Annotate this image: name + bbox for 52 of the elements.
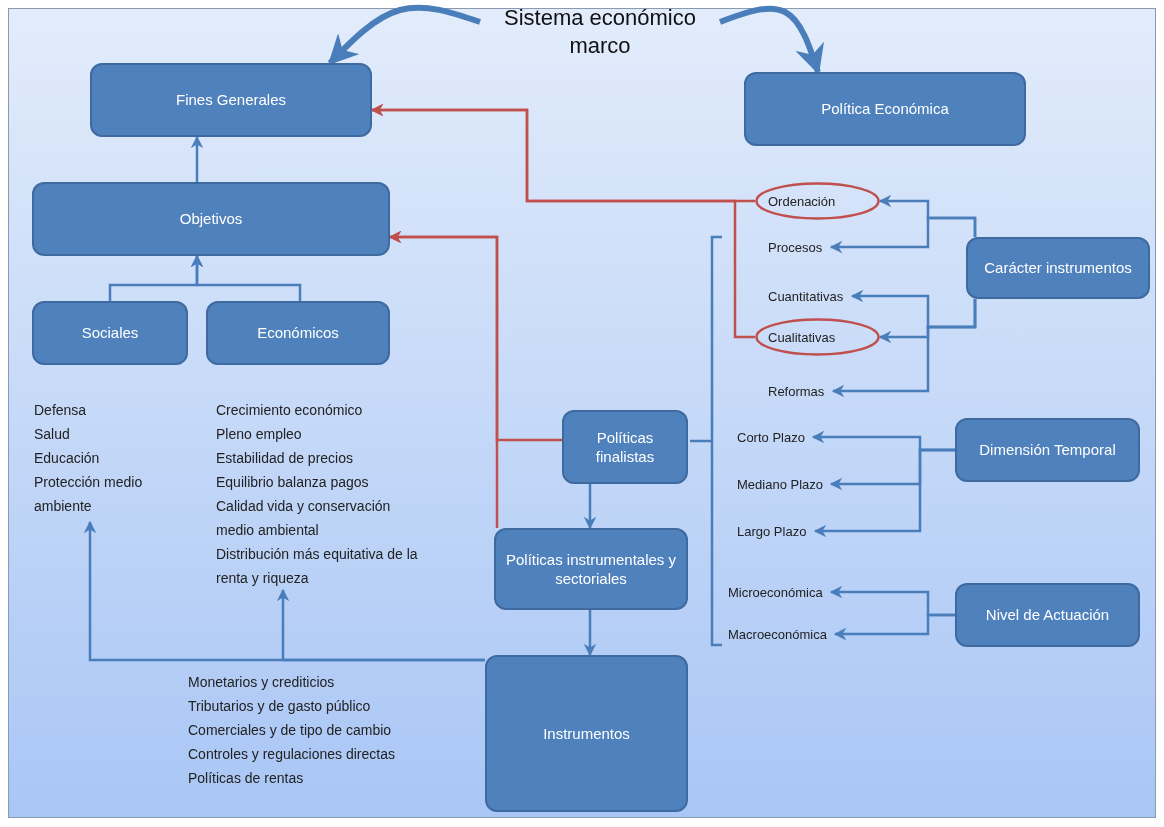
list-item: Defensa [34, 401, 88, 420]
category-label: Largo Plazo [724, 518, 807, 544]
list-item: Tributarios y de gasto público [188, 698, 371, 714]
process-box: Dimensión Temporal [955, 418, 1140, 482]
arrow [388, 230, 499, 528]
category-label: Ordenación [768, 193, 836, 209]
process-box: Sociales [32, 301, 188, 365]
arrow [583, 484, 597, 530]
category-label: Microeconómica [715, 579, 823, 605]
list-item: Distribución más equitativa de la renta y riqueza [216, 545, 419, 588]
arrow [327, 4, 481, 66]
process-box: Objetivos [32, 182, 390, 256]
arrow [813, 448, 955, 538]
process-box: Carácter instrumentos [966, 237, 1150, 299]
category-label: Mediano Plazo [724, 471, 823, 497]
category-label: Cualitativas [768, 329, 836, 345]
highlight-ellipse [755, 182, 880, 220]
arrow [583, 610, 597, 657]
arrow [831, 299, 977, 398]
arrow [833, 613, 955, 641]
list-item: Salud [34, 425, 71, 444]
category-label: Cuantitativas [755, 283, 844, 309]
list-item: Comerciales y de tipo de cambio [188, 722, 392, 738]
category-label: Corto Plazo [724, 424, 805, 450]
category-label: Procesos [755, 234, 823, 260]
list-item: Calidad vida y conservación medio ambiental [216, 497, 392, 540]
arrow [190, 135, 204, 182]
process-box: Nivel de Actuación [955, 583, 1140, 647]
process-box: Instrumentos [485, 655, 688, 812]
category-label: Macroeconómica [715, 621, 827, 647]
highlight-ellipse [755, 318, 880, 356]
list-item: Educación [34, 449, 101, 468]
list-item: Protección medio ambiente [34, 473, 144, 516]
arrow [370, 103, 755, 339]
list-item: Estabilidad de precios [216, 449, 354, 468]
process-box: Fines Generales [90, 63, 372, 137]
arrow [190, 254, 302, 301]
list-item: Monetarios y crediticios [188, 674, 335, 690]
heading-label: Sistema económico marco [480, 4, 720, 64]
process-box: Económicos [206, 301, 390, 365]
process-box: Políticas finalistas [562, 410, 688, 484]
list-item: Controles y regulaciones directas [188, 746, 395, 762]
list-item: Políticas de rentas [188, 770, 304, 786]
arrow [829, 216, 977, 254]
list-item: Crecimiento económico [216, 401, 364, 420]
list-item: Pleno empleo [216, 425, 303, 444]
process-box: Política Económica [744, 72, 1026, 146]
arrow [718, 5, 824, 75]
process-box: Políticas instrumentales y sectoriales [494, 528, 688, 610]
arrow [276, 588, 485, 662]
list-item: Equilibrio balanza pagos [216, 473, 370, 492]
category-label: Reformas [755, 378, 825, 404]
